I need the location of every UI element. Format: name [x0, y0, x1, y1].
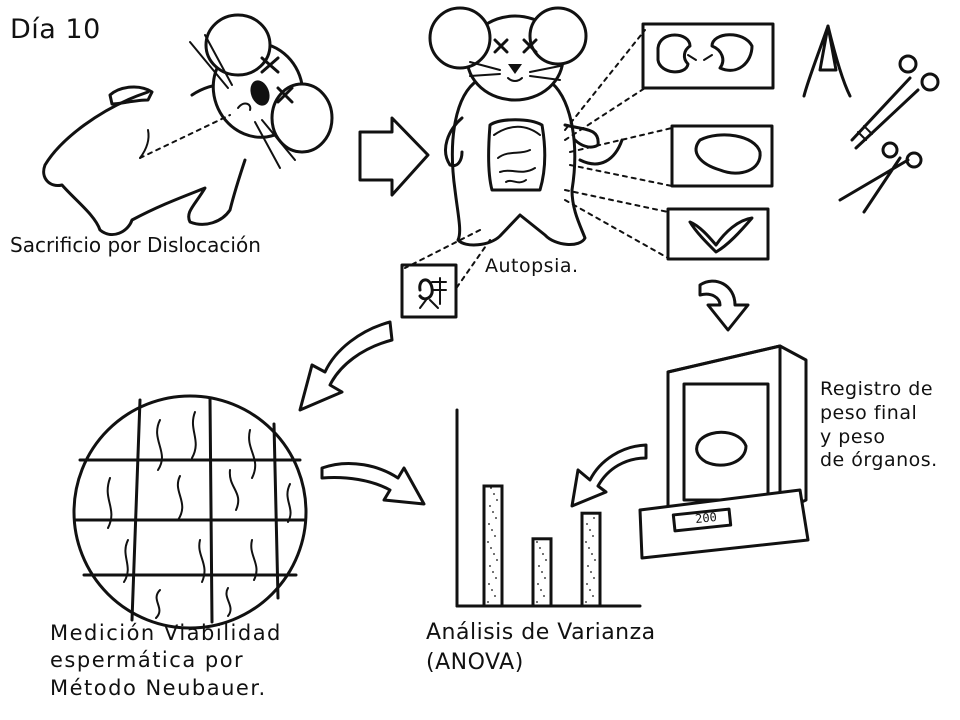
- bar-stipple: [488, 523, 490, 525]
- bar-stipple: [490, 547, 492, 549]
- chart-bar: [580, 511, 602, 608]
- bar-stipple: [493, 553, 495, 555]
- dead-mouse-icon: [42, 13, 334, 236]
- bar-stipple: [537, 583, 539, 585]
- day-label: Día 10: [10, 14, 101, 45]
- organ-connectors: [404, 29, 673, 291]
- bar-stipple: [592, 595, 594, 597]
- bar-stipple: [491, 589, 493, 591]
- bar-stipple: [540, 589, 542, 591]
- bar-stipple: [545, 559, 547, 561]
- weights-label: Registro de peso final y peso de órganos…: [820, 378, 938, 472]
- arrow-right-curve-icon: [320, 461, 426, 506]
- bar-stipple: [489, 565, 491, 567]
- bar-stipple: [589, 589, 591, 591]
- bar-stipple: [541, 571, 543, 573]
- arrow-right-icon: [358, 116, 430, 197]
- bar-stipple: [495, 577, 497, 579]
- bar-stipple: [544, 577, 546, 579]
- arrow-down-left-icon: [298, 320, 394, 412]
- bar-stipple: [492, 571, 494, 573]
- arrow-left-curve-icon: [570, 443, 648, 508]
- bar-stipple: [591, 553, 593, 555]
- bar-stipple: [494, 535, 496, 537]
- bar-stipple: [588, 547, 590, 549]
- bar-stipple: [586, 523, 588, 525]
- bar-stipple: [543, 595, 545, 597]
- chart-bar: [482, 484, 504, 608]
- tweezers-icon: [802, 24, 852, 98]
- bar-stipple: [487, 541, 489, 543]
- bar-stipple: [585, 601, 587, 603]
- bar-stipple: [495, 517, 497, 519]
- small-organ-box: [400, 263, 458, 319]
- bar-stipple: [585, 541, 587, 543]
- bar-stipple: [592, 535, 594, 537]
- bar-stipple: [487, 601, 489, 603]
- sacrifice-label: Sacrificio por Dislocación: [10, 233, 261, 257]
- bar-stipple: [496, 559, 498, 561]
- bar-stipple: [536, 541, 538, 543]
- neubauer-chamber-icon: [72, 394, 308, 630]
- bar-stipple: [589, 529, 591, 531]
- bar-stipple: [488, 583, 490, 585]
- bar-stipple: [587, 565, 589, 567]
- arrow-down-icon: [698, 279, 750, 332]
- bar-stipple: [492, 511, 494, 513]
- autopsy-label: Autopsia.: [485, 255, 579, 277]
- liver-box: [670, 124, 774, 188]
- testes-box: [666, 207, 770, 261]
- anova-label: Análisis de Varianza (ANOVA): [426, 620, 656, 675]
- bar-stipple: [489, 505, 491, 507]
- autopsy-mouse-icon: [428, 6, 624, 247]
- bar-stipple: [593, 577, 595, 579]
- bar-stipple: [496, 499, 498, 501]
- bar-stipple: [590, 571, 592, 573]
- clamp-icon: [850, 54, 940, 150]
- bar-stipple: [593, 517, 595, 519]
- sperm-viability-label: Medición Viabilidad espermática por Méto…: [50, 621, 282, 700]
- bar-stipple: [491, 529, 493, 531]
- bar-stipple: [586, 583, 588, 585]
- anova-bar-chart: [455, 408, 642, 608]
- bar-stipple: [490, 487, 492, 489]
- bar-stipple: [536, 601, 538, 603]
- bar-stipple: [538, 565, 540, 567]
- bar-stipple: [594, 559, 596, 561]
- scissors-icon: [838, 141, 923, 214]
- precision-balance-icon: [638, 344, 810, 560]
- bar-stipple: [494, 595, 496, 597]
- bar-stipple: [542, 553, 544, 555]
- bar-stipple: [493, 493, 495, 495]
- kidneys-box: [641, 22, 775, 90]
- bar-stipple: [539, 547, 541, 549]
